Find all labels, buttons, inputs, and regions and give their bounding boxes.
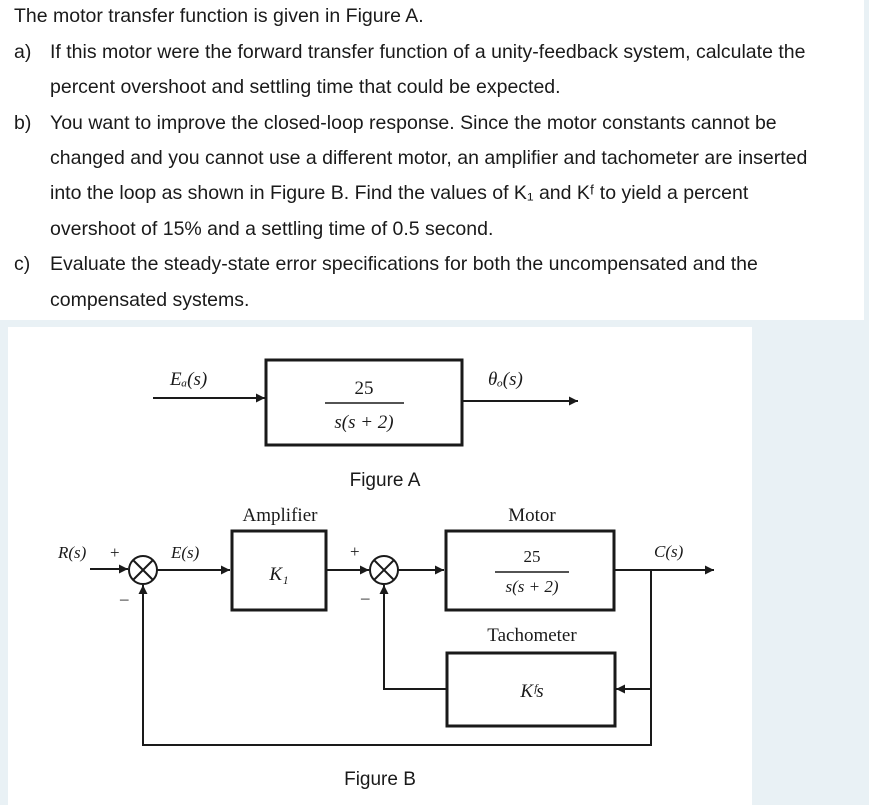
part-b-line-1: You want to improve the closed-loop resp… (50, 112, 777, 134)
figure-b-amplifier-gain: K₁ (268, 564, 288, 585)
part-b-line-3: into the loop as shown in Figure B. Find… (50, 182, 749, 204)
question-text: The motor transfer function is given in … (0, 0, 864, 320)
figure-b-amplifier-title: Amplifier (243, 505, 319, 526)
figure-a-caption: Figure A (350, 470, 421, 491)
figure-b-summing-junction-2-cross-b (373, 559, 395, 581)
figure-b-sum1-plus: + (110, 543, 120, 562)
figure-b-tachometer-feedback-path (379, 585, 447, 690)
figure-b-unity-feedback-path (138, 570, 652, 746)
part-b-line-2: changed and you cannot use a different m… (50, 147, 808, 169)
figure-b-motor-denominator: s(s + 2) (505, 577, 558, 596)
figure-b-sum2-plus: + (350, 542, 360, 561)
part-a-line-1: If this motor were the forward transfer … (50, 41, 806, 63)
part-a-line-2: percent overshoot and settling time that… (50, 76, 561, 98)
question-intro: The motor transfer function is given in … (14, 5, 424, 27)
figure-a-output-label: θₒ(s) (488, 369, 523, 390)
part-a-marker: a) (14, 41, 32, 63)
figure-b-motor-title: Motor (508, 505, 556, 526)
part-b-line-4: overshoot of 15% and a settling time of … (50, 218, 494, 240)
figure-a-tf-numerator: 25 (355, 378, 374, 399)
part-c-marker: c) (14, 253, 31, 275)
figure-b-tachometer-tf: Kᶠs (519, 681, 543, 702)
part-c-line-2: compensated systems. (50, 289, 250, 311)
figure-b-sum2-minus: – (360, 588, 370, 607)
figure-b-summing-junction-1-cross-b (132, 559, 154, 581)
figure-b-error-label: E(s) (170, 543, 200, 562)
figure-a-motor-block (264, 358, 464, 447)
figure-a-tf-denominator: s(s + 2) (334, 412, 393, 433)
figure-b-sum1-minus: – (119, 589, 129, 608)
figure-b-caption: Figure B (344, 769, 416, 790)
figure-b-output-label: C(s) (654, 542, 684, 561)
figure-b-motor-block (444, 529, 616, 612)
figure-b-tachometer-title: Tachometer (487, 625, 577, 646)
part-b-marker: b) (14, 112, 32, 134)
figure-b: R(s) + – E(s) Amplifier K₁ + – Moto (57, 505, 714, 790)
figure-a: Eₐ(s) θₒ(s) 25 s(s + 2) Figure A (153, 358, 578, 491)
figure-b-motor-numerator: 25 (524, 547, 541, 566)
figure-a-input-label: Eₐ(s) (169, 369, 207, 390)
part-c-line-1: Evaluate the steady-state error specific… (50, 253, 758, 275)
figure-b-input-label: R(s) (57, 543, 87, 562)
